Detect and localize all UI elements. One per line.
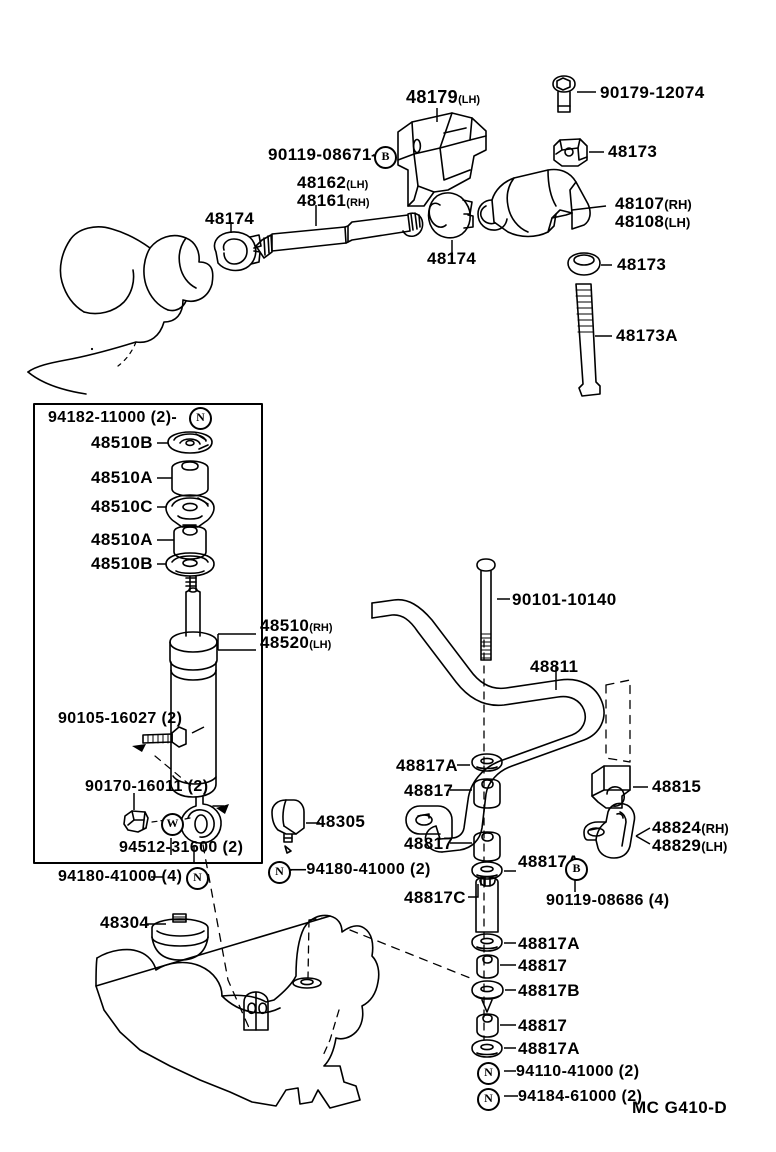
label-48179: 48179(LH) (406, 87, 481, 107)
part-48817-4 (476, 1013, 499, 1038)
part-48817-1 (473, 778, 501, 809)
part-48817-2 (473, 831, 501, 862)
bolt-48173A (575, 283, 601, 397)
bolt-90179-12074 (552, 75, 576, 113)
label-48510-rh: 48510(RH) (260, 616, 333, 635)
mark-n-94180-2: N (268, 861, 291, 884)
part-48510A-upper (171, 460, 209, 497)
part-48815 (591, 765, 631, 809)
label-48817-4: 48817 (518, 1016, 568, 1035)
label-48817C: 48817C (404, 888, 466, 907)
label-48817-2: 48817 (404, 834, 454, 853)
label-94512-31600: 94512-31600 (2) (119, 839, 244, 856)
label-48510A-upper: 48510A (91, 468, 153, 487)
label-90119-08686: 90119-08686 (4) (546, 892, 670, 909)
label-48817A-4: 48817A (518, 1039, 580, 1058)
part-48817A-1 (471, 753, 503, 772)
chassis-outline (95, 914, 471, 1109)
label-48815: 48815 (652, 777, 702, 796)
label-48173A: 48173A (616, 326, 678, 345)
label-48817A-2: 48817A (518, 852, 580, 871)
label-90101-10140: 90101-10140 (512, 590, 617, 609)
mark-n-94110: N (477, 1062, 500, 1085)
bolt-90101-10140 (476, 558, 496, 661)
label-48510A-lower: 48510A (91, 530, 153, 549)
part-48510C (165, 494, 215, 528)
part-48817A-4 (471, 1039, 503, 1058)
shock-absorber-48510-48520 (169, 575, 229, 844)
nut-90170-16011 (123, 810, 149, 833)
label-48173-lower: 48173 (617, 255, 667, 274)
mark-w-94512: W (161, 813, 184, 836)
label-90179-12074: 90179-12074 (600, 83, 705, 102)
label-48817A-3: 48817A (518, 934, 580, 953)
label-48510C: 48510C (91, 497, 153, 516)
mark-n-94180-4: N (186, 867, 209, 890)
label-48520-lh: 48520(LH) (260, 633, 332, 652)
label-48510B-lower: 48510B (91, 554, 153, 573)
label-48817A-1: 48817A (396, 756, 458, 775)
shock-assembly-box (33, 403, 263, 864)
part-48817B (471, 980, 504, 1013)
bushing-48174-right (427, 192, 474, 239)
label-48817-1: 48817 (404, 781, 454, 800)
label-48161: 48161(RH) (297, 191, 370, 210)
label-90170-16011: 90170-16011 (2) (85, 778, 209, 795)
part-48510A-lower (173, 525, 207, 560)
bushing-48173-lower (567, 252, 601, 276)
label-48305: 48305 (316, 812, 366, 831)
bushing-48173-upper (553, 138, 588, 167)
label-94180-41000-4: 94180-41000 (4) - (58, 868, 193, 885)
housing-48107-48108 (477, 168, 591, 238)
part-48824-48829 (583, 802, 636, 859)
label-48817-3: 48817 (518, 956, 568, 975)
label-48174-right: 48174 (427, 249, 477, 268)
label-48824: 48824(RH) (652, 818, 729, 837)
footer-code: MC G410-D (632, 1098, 728, 1117)
label-48817B: 48817B (518, 981, 580, 1000)
label-90105-16027: 90105-16027 (2) (58, 710, 183, 727)
label-48162: 48162(LH) (297, 173, 369, 192)
label-90119-08671: 90119-08671— (268, 145, 389, 164)
part-48817C (475, 876, 499, 933)
front-knuckle-outline (27, 226, 214, 395)
bushing-48174-left (213, 231, 262, 272)
mark-b-90119-08671: B (374, 146, 397, 169)
label-48108: 48108(LH) (615, 212, 691, 231)
mark-b-90119-08686: B (565, 858, 588, 881)
label-94182-11000: 94182-11000 (2)- (48, 409, 178, 426)
part-48817-3 (476, 954, 499, 979)
part-48510B-upper (167, 431, 213, 454)
label-48304: 48304 (100, 913, 150, 932)
part-48305 (271, 799, 305, 854)
label-48174-left: 48174 (205, 209, 255, 228)
label-48510B-upper: 48510B (91, 433, 153, 452)
label-94180-41000-2: —94180-41000 (2) (290, 861, 431, 878)
label-48829: 48829(LH) (652, 836, 728, 855)
label-48811: 48811 (530, 657, 579, 676)
label-48173-upper: 48173 (608, 142, 658, 161)
bolt-90105-16027 (132, 726, 197, 791)
label-94184-61000: 94184-61000 (2) (518, 1088, 643, 1105)
stabilizer-bar-48811 (371, 598, 631, 1041)
mark-n-94182: N (189, 407, 212, 430)
label-48107: 48107(RH) (615, 194, 692, 213)
mark-n-94184: N (477, 1088, 500, 1111)
part-48510B-lower (165, 552, 215, 577)
bracket-48179 (397, 112, 487, 207)
part-48817A-3 (471, 933, 503, 952)
torsion-bar-48161-48162 (255, 212, 424, 259)
label-94110-41000: 94110-41000 (2) (516, 1063, 640, 1080)
part-48304 (151, 913, 209, 961)
